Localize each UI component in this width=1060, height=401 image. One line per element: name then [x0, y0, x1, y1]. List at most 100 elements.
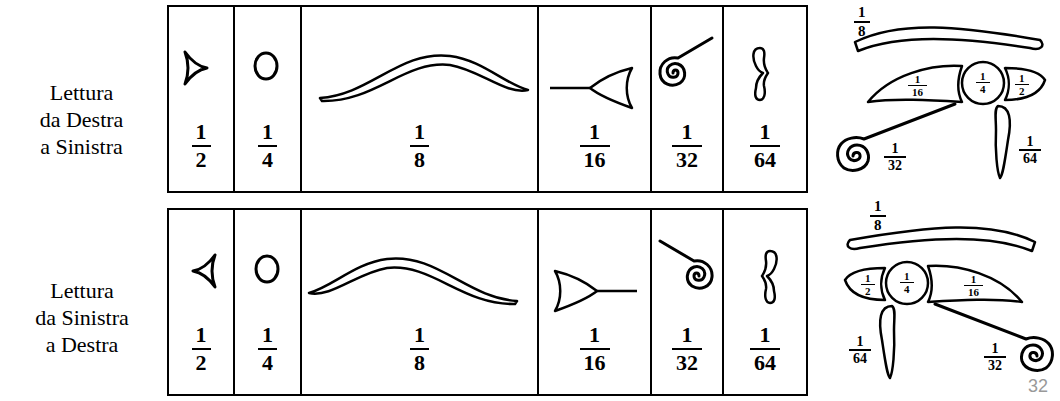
hieroglyph: [320, 55, 528, 101]
fraction-cell: 164: [722, 208, 808, 396]
denominator: 64: [1019, 149, 1041, 166]
numerator: 1: [870, 198, 886, 215]
fraction: 18: [302, 322, 537, 376]
eye-of-horus: [845, 227, 1052, 378]
numerator: 1: [1015, 72, 1029, 84]
denominator: 16: [580, 348, 610, 376]
denominator: 32: [984, 356, 1006, 373]
numerator: 1: [976, 70, 990, 82]
hieroglyph: [255, 53, 277, 79]
denominator: 16: [908, 85, 927, 98]
numerator: 1: [539, 119, 650, 145]
reading-direction-text: Lettura da Sinistra a Destra: [35, 278, 129, 357]
fraction: 116: [539, 322, 650, 376]
fraction-cell: 18: [300, 5, 539, 193]
denominator: 8: [870, 215, 886, 234]
numerator: 1: [169, 119, 233, 145]
denominator: 64: [849, 349, 871, 366]
fraction: 132: [652, 119, 722, 173]
denominator: 8: [410, 348, 429, 376]
page-number: 32: [1028, 376, 1048, 396]
eye-fraction: 164: [1019, 134, 1041, 166]
numerator: 1: [861, 272, 875, 284]
denominator: 4: [258, 348, 277, 376]
fraction-cell: 116: [537, 5, 652, 193]
denominator: 64: [750, 145, 780, 173]
numerator: 1: [908, 73, 927, 85]
numerator: 1: [169, 322, 233, 348]
hieroglyph: [762, 251, 777, 303]
denominator: 32: [672, 348, 702, 376]
denominator: 4: [900, 282, 914, 295]
numerator: 1: [854, 4, 870, 21]
numerator: 1: [900, 270, 914, 282]
fraction: 12: [169, 322, 233, 376]
denominator: 32: [672, 145, 702, 173]
numerator: 1: [724, 119, 806, 145]
fraction-cell: 132: [650, 208, 724, 396]
eye-fraction: 18: [870, 198, 886, 234]
fraction-cell: 12: [167, 5, 235, 193]
numerator: 1: [884, 141, 906, 156]
eye-fraction: 18: [854, 4, 870, 40]
reading-direction: Lettura da Destra a Sinistra: [38, 79, 125, 160]
denominator: 2: [861, 284, 875, 297]
denominator: 64: [750, 348, 780, 376]
denominator: 16: [580, 145, 610, 173]
hieroglyph: [660, 241, 712, 288]
denominator: 4: [258, 145, 277, 173]
fraction: 132: [652, 322, 722, 376]
numerator: 1: [1019, 134, 1041, 149]
numerator: 1: [724, 322, 806, 348]
hieroglyph: [753, 48, 768, 100]
eye-fraction: 164: [849, 334, 871, 366]
numerator: 1: [964, 273, 983, 285]
hieroglyph: [185, 52, 207, 84]
eye-fraction: 132: [884, 141, 906, 173]
fraction: 14: [235, 119, 300, 173]
hieroglyph: [550, 68, 632, 108]
numerator: 1: [539, 322, 650, 348]
hieroglyph: [555, 271, 637, 311]
fraction: 164: [724, 322, 806, 376]
hieroglyph: [193, 255, 215, 287]
eye-fraction: 12: [1015, 72, 1029, 97]
eye-fraction: 116: [908, 73, 927, 98]
denominator: 2: [1015, 84, 1029, 97]
numerator: 1: [652, 119, 722, 145]
fraction: 14: [235, 322, 300, 376]
eye-fraction: 12: [861, 272, 875, 297]
hieroglyph: [309, 258, 517, 304]
denominator: 4: [976, 82, 990, 95]
fraction-cell: 14: [233, 208, 302, 396]
hieroglyph: [660, 38, 712, 85]
eye-of-horus: [838, 27, 1045, 178]
reading-direction: Lettura da Sinistra a Destra: [32, 277, 132, 358]
denominator: 2: [192, 145, 211, 173]
hieroglyph: [256, 256, 278, 282]
denominator: 32: [884, 156, 906, 173]
numerator: 1: [302, 322, 537, 348]
denominator: 8: [854, 21, 870, 40]
fraction-cell: 116: [537, 208, 652, 396]
fraction-cell: 18: [300, 208, 539, 396]
numerator: 1: [849, 334, 871, 349]
eye-fraction: 116: [964, 273, 983, 298]
fraction-cell: 12: [167, 208, 235, 396]
numerator: 1: [235, 322, 300, 348]
eye-fraction: 14: [976, 70, 990, 95]
numerator: 1: [984, 341, 1006, 356]
denominator: 2: [192, 348, 211, 376]
eye-fraction: 14: [900, 270, 914, 295]
eye-fraction: 132: [984, 341, 1006, 373]
fraction: 164: [724, 119, 806, 173]
fraction-cell: 132: [650, 5, 724, 193]
denominator: 16: [964, 285, 983, 298]
fraction-cell: 164: [722, 5, 808, 193]
numerator: 1: [302, 119, 537, 145]
fraction: 12: [169, 119, 233, 173]
fraction-cell: 14: [233, 5, 302, 193]
numerator: 1: [235, 119, 300, 145]
numerator: 1: [652, 322, 722, 348]
